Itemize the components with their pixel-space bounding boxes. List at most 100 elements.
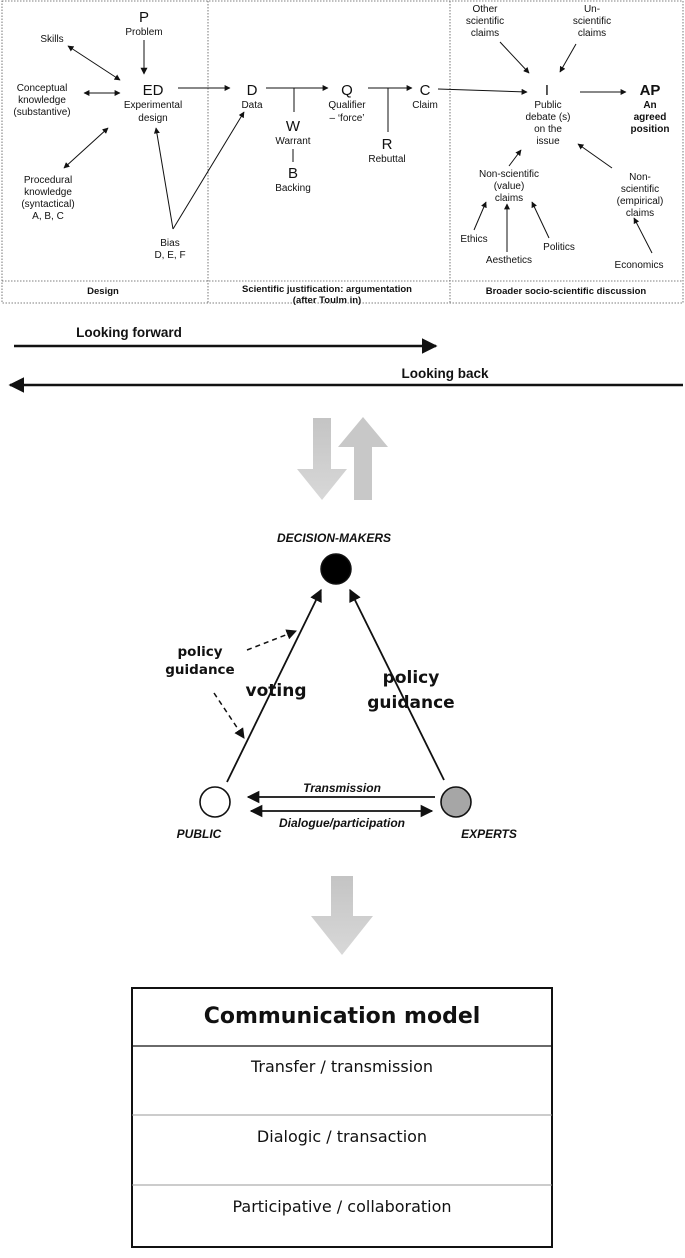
model-row-participative: Participative / collaboration bbox=[232, 1197, 451, 1216]
policy-guidance-left-label: policy bbox=[178, 644, 223, 660]
public-debate-symbol: I bbox=[545, 82, 549, 99]
section-label-justification-sub: (after Toulm in) bbox=[293, 295, 361, 306]
experimental-design-label: Experimental bbox=[124, 100, 182, 111]
aesthetics-label: Aesthetics bbox=[486, 255, 532, 266]
procedural-knowledge-label-4: A, B, C bbox=[32, 211, 64, 222]
warrant-label: Warrant bbox=[275, 136, 310, 147]
skills-arrow bbox=[67, 45, 121, 81]
unscientific-claims-label-2: scientific bbox=[573, 16, 611, 27]
communication-model-table: Communication model Transfer / transmiss… bbox=[131, 987, 553, 1248]
qualifier-symbol: Q bbox=[341, 82, 353, 99]
block-arrow-up bbox=[338, 417, 388, 500]
data-symbol: D bbox=[247, 82, 258, 99]
nonscientific-value-claims-label: Non-scientific bbox=[479, 169, 539, 180]
section-label-design: Design bbox=[87, 286, 119, 297]
argument-map-panel: Design Scientific justification: argumen… bbox=[1, 0, 684, 306]
nonscientific-value-claims-label-2: (value) bbox=[494, 181, 525, 192]
experimental-design-symbol: ED bbox=[143, 82, 164, 99]
backing-label: Backing bbox=[275, 183, 311, 194]
unscientific-claims-arrow bbox=[559, 43, 577, 73]
politics-arrow bbox=[531, 201, 550, 239]
procedural-arrow bbox=[63, 127, 109, 169]
stakeholder-triangle: DECISION-MAKERS policy guidance voting p… bbox=[165, 531, 517, 841]
procedural-knowledge-label-2: knowledge bbox=[24, 187, 72, 198]
ethics-arrow bbox=[473, 201, 487, 231]
nonscientific-value-claims-label-3: claims bbox=[495, 193, 523, 204]
model-row-dialogic: Dialogic / transaction bbox=[257, 1127, 427, 1146]
other-scientific-claims-label-3: claims bbox=[471, 28, 499, 39]
public-node bbox=[199, 786, 231, 818]
qualifier-label-2: – ‘force’ bbox=[329, 113, 364, 124]
experts-node bbox=[440, 786, 472, 818]
skills-label: Skills bbox=[40, 34, 63, 45]
warrant-symbol: W bbox=[286, 118, 301, 135]
voting-label: voting bbox=[246, 681, 307, 701]
dialogue-label: Dialogue/participation bbox=[279, 816, 405, 830]
experts-label: EXPERTS bbox=[461, 827, 517, 841]
model-row-transfer: Transfer / transmission bbox=[250, 1057, 433, 1076]
politics-label: Politics bbox=[543, 242, 575, 253]
other-claims-arrow bbox=[499, 41, 530, 74]
policy-guidance-edge bbox=[349, 588, 445, 781]
block-arrow-down bbox=[297, 418, 347, 500]
model-table-frame bbox=[131, 987, 553, 1248]
nonscientific-empirical-claims-label-3: (empirical) bbox=[617, 196, 664, 207]
qualifier-label: Qualifier bbox=[328, 100, 366, 111]
problem-symbol: P bbox=[139, 9, 149, 26]
backing-symbol: B bbox=[288, 165, 298, 182]
public-label: PUBLIC bbox=[177, 827, 222, 841]
bias-label-2: D, E, F bbox=[154, 250, 185, 261]
conceptual-knowledge-label: Conceptual bbox=[17, 83, 68, 94]
bias-label: Bias bbox=[160, 238, 179, 249]
other-scientific-claims-label-2: scientific bbox=[466, 16, 504, 27]
policy-guidance-dashed-down bbox=[213, 692, 245, 739]
claim-symbol: C bbox=[420, 82, 431, 99]
agreed-position-label-3: position bbox=[631, 124, 670, 135]
decision-makers-label: DECISION-MAKERS bbox=[277, 531, 391, 545]
public-debate-label: Public bbox=[534, 100, 561, 111]
policy-guidance-right-label: policy bbox=[383, 668, 440, 688]
policy-guidance-right-label-2: guidance bbox=[367, 693, 454, 713]
claim-to-debate-arrow bbox=[437, 88, 528, 95]
nonscientific-empirical-claims-label-4: claims bbox=[626, 208, 654, 219]
policy-guidance-dashed-up bbox=[246, 629, 297, 651]
agreed-position-label-2: agreed bbox=[634, 112, 667, 123]
rebuttal-symbol: R bbox=[382, 136, 393, 153]
panel-frame bbox=[1, 0, 684, 304]
looking-back-label: Looking back bbox=[401, 366, 489, 381]
timeline: Looking forward Looking back bbox=[8, 325, 683, 393]
agreed-position-symbol: AP bbox=[640, 82, 661, 99]
bias-to-data-arrow bbox=[172, 111, 245, 230]
looking-forward-label: Looking forward bbox=[76, 325, 182, 340]
other-scientific-claims-label: Other bbox=[472, 4, 498, 15]
claim-label: Claim bbox=[412, 100, 438, 111]
model-title: Communication model bbox=[204, 1004, 481, 1029]
ethics-label: Ethics bbox=[460, 234, 487, 245]
procedural-knowledge-label-3: (syntactical) bbox=[21, 199, 74, 210]
empirical-claims-arrow bbox=[577, 143, 613, 169]
procedural-knowledge-label: Procedural bbox=[24, 175, 72, 186]
problem-label: Problem bbox=[125, 27, 162, 38]
nonscientific-empirical-claims-label: Non- bbox=[629, 172, 651, 183]
section-label-broader: Broader socio-scientific discussion bbox=[486, 286, 647, 297]
unscientific-claims-label: Un- bbox=[584, 4, 600, 15]
economics-arrow bbox=[633, 217, 653, 254]
conceptual-knowledge-label-3: (substantive) bbox=[13, 107, 70, 118]
decision-makers-node bbox=[320, 553, 352, 585]
voting-edge bbox=[226, 588, 322, 783]
exchange-arrows bbox=[297, 417, 388, 500]
transmission-label: Transmission bbox=[303, 781, 381, 795]
public-debate-label-2: debate (s) bbox=[525, 112, 570, 123]
block-arrow-to-model bbox=[311, 876, 373, 955]
experimental-design-label-2: design bbox=[138, 113, 167, 124]
rebuttal-label: Rebuttal bbox=[368, 154, 405, 165]
conceptual-knowledge-label-2: knowledge bbox=[18, 95, 66, 106]
policy-guidance-left-label-2: guidance bbox=[165, 662, 234, 678]
nonscientific-empirical-claims-label-2: scientific bbox=[621, 184, 659, 195]
data-label: Data bbox=[241, 100, 263, 111]
section-label-justification: Scientific justification: argumentation bbox=[242, 284, 412, 295]
public-debate-label-4: issue bbox=[536, 136, 560, 147]
value-claims-arrow bbox=[508, 149, 522, 167]
bias-to-design-arrow bbox=[153, 127, 174, 230]
